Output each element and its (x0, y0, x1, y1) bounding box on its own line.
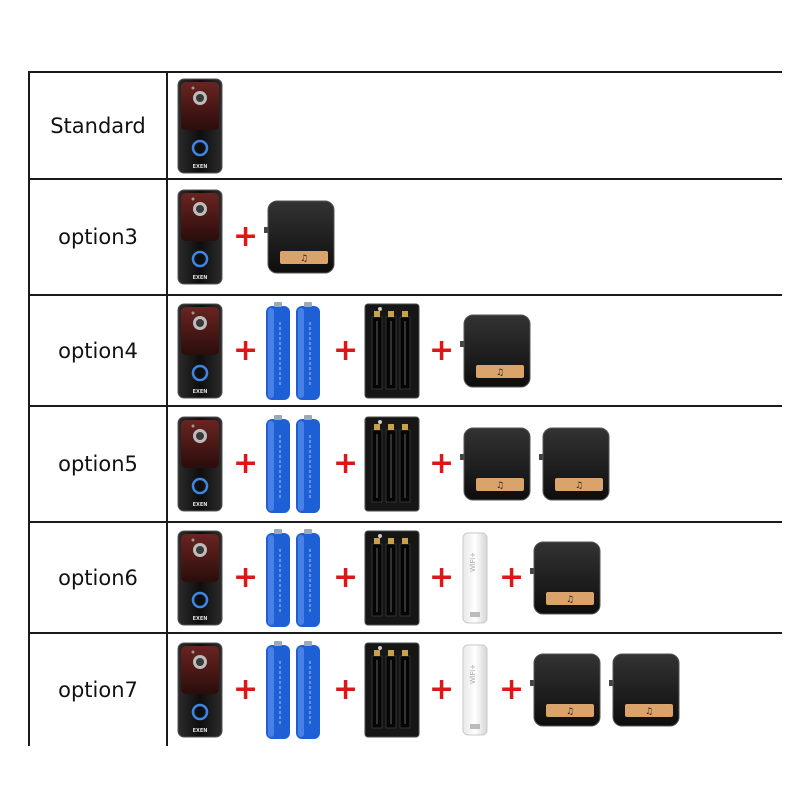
option-row: option5 EXEN + + (30, 407, 782, 523)
option-items: EXEN + + + (168, 523, 782, 632)
option-row: Standard EXEN (30, 73, 782, 180)
chime-receiver-icon: ♫ (460, 313, 532, 389)
doorbell-camera-icon: EXEN (176, 189, 224, 285)
plus-icon: + (333, 446, 359, 481)
option-items: EXEN + + + (168, 296, 782, 405)
svg-text:EXEN: EXEN (193, 502, 208, 508)
option-label: option7 (30, 634, 168, 746)
chime-receiver-icon: ♫ (530, 652, 602, 728)
svg-text:♫: ♫ (566, 595, 574, 605)
svg-text:WiFi+: WiFi+ (469, 664, 477, 684)
doorbell-camera-icon: EXEN (176, 78, 224, 174)
option-items: EXEN + ♫ (168, 180, 782, 294)
option-label: Standard (30, 73, 168, 178)
doorbell-camera-icon: EXEN (176, 303, 224, 399)
battery-charger-icon (364, 642, 420, 738)
plus-icon: + (333, 672, 359, 707)
battery-charger-icon (364, 416, 420, 512)
plus-icon: + (499, 559, 525, 595)
plus-icon: + (233, 559, 259, 595)
svg-text:♫: ♫ (575, 481, 583, 491)
wifi-repeater-icon: WiFi+ (460, 532, 490, 624)
plus-icon: + (333, 559, 359, 595)
batteries-icon (264, 301, 324, 400)
batteries-icon (264, 415, 324, 513)
option-label: option3 (30, 180, 168, 294)
svg-text:EXEN: EXEN (193, 616, 208, 622)
option-row: option4 EXEN + + (30, 296, 782, 407)
doorbell-camera-icon: EXEN (176, 530, 224, 626)
svg-text:EXEN: EXEN (193, 164, 208, 170)
option-items: EXEN + + + (168, 407, 782, 521)
option-label: option5 (30, 407, 168, 521)
battery-charger-icon (364, 530, 420, 626)
option-row: option3 EXEN + ♫ (30, 180, 782, 296)
plus-icon: + (499, 672, 525, 707)
plus-icon: + (429, 672, 455, 707)
option-label: option6 (30, 523, 168, 632)
plus-icon: + (233, 446, 259, 481)
wifi-repeater-icon: WiFi+ (460, 644, 490, 736)
chime-receiver-icon: ♫ (264, 199, 336, 275)
svg-text:EXEN: EXEN (193, 389, 208, 395)
battery-charger-icon (364, 303, 420, 399)
batteries-icon (264, 641, 324, 739)
plus-icon: + (233, 332, 259, 368)
option-items: EXEN (168, 73, 782, 178)
chime-receiver-icon: ♫ (609, 652, 681, 728)
plus-icon: + (429, 332, 455, 368)
option-items: EXEN + + + (168, 634, 782, 746)
svg-text:EXEN: EXEN (193, 275, 208, 281)
plus-icon: + (333, 332, 359, 368)
chime-receiver-icon: ♫ (460, 426, 532, 502)
option-row: option6 EXEN + + (30, 523, 782, 634)
doorbell-camera-icon: EXEN (176, 642, 224, 738)
chime-receiver-icon: ♫ (530, 540, 602, 616)
doorbell-camera-icon: EXEN (176, 416, 224, 512)
svg-text:♫: ♫ (566, 707, 574, 717)
option-label: option4 (30, 296, 168, 405)
plus-icon: + (233, 219, 259, 254)
plus-icon: + (233, 672, 259, 707)
svg-text:♫: ♫ (300, 254, 308, 264)
svg-text:♫: ♫ (645, 707, 653, 717)
plus-icon: + (429, 446, 455, 481)
svg-text:♫: ♫ (496, 368, 504, 378)
plus-icon: + (429, 559, 455, 595)
svg-text:EXEN: EXEN (193, 728, 208, 734)
options-table: Standard EXEN option3 (28, 71, 782, 746)
chime-receiver-icon: ♫ (539, 426, 611, 502)
svg-text:WiFi+: WiFi+ (469, 551, 477, 571)
batteries-icon (264, 528, 324, 627)
option-row: option7 EXEN + + (30, 634, 782, 746)
svg-text:♫: ♫ (496, 481, 504, 491)
